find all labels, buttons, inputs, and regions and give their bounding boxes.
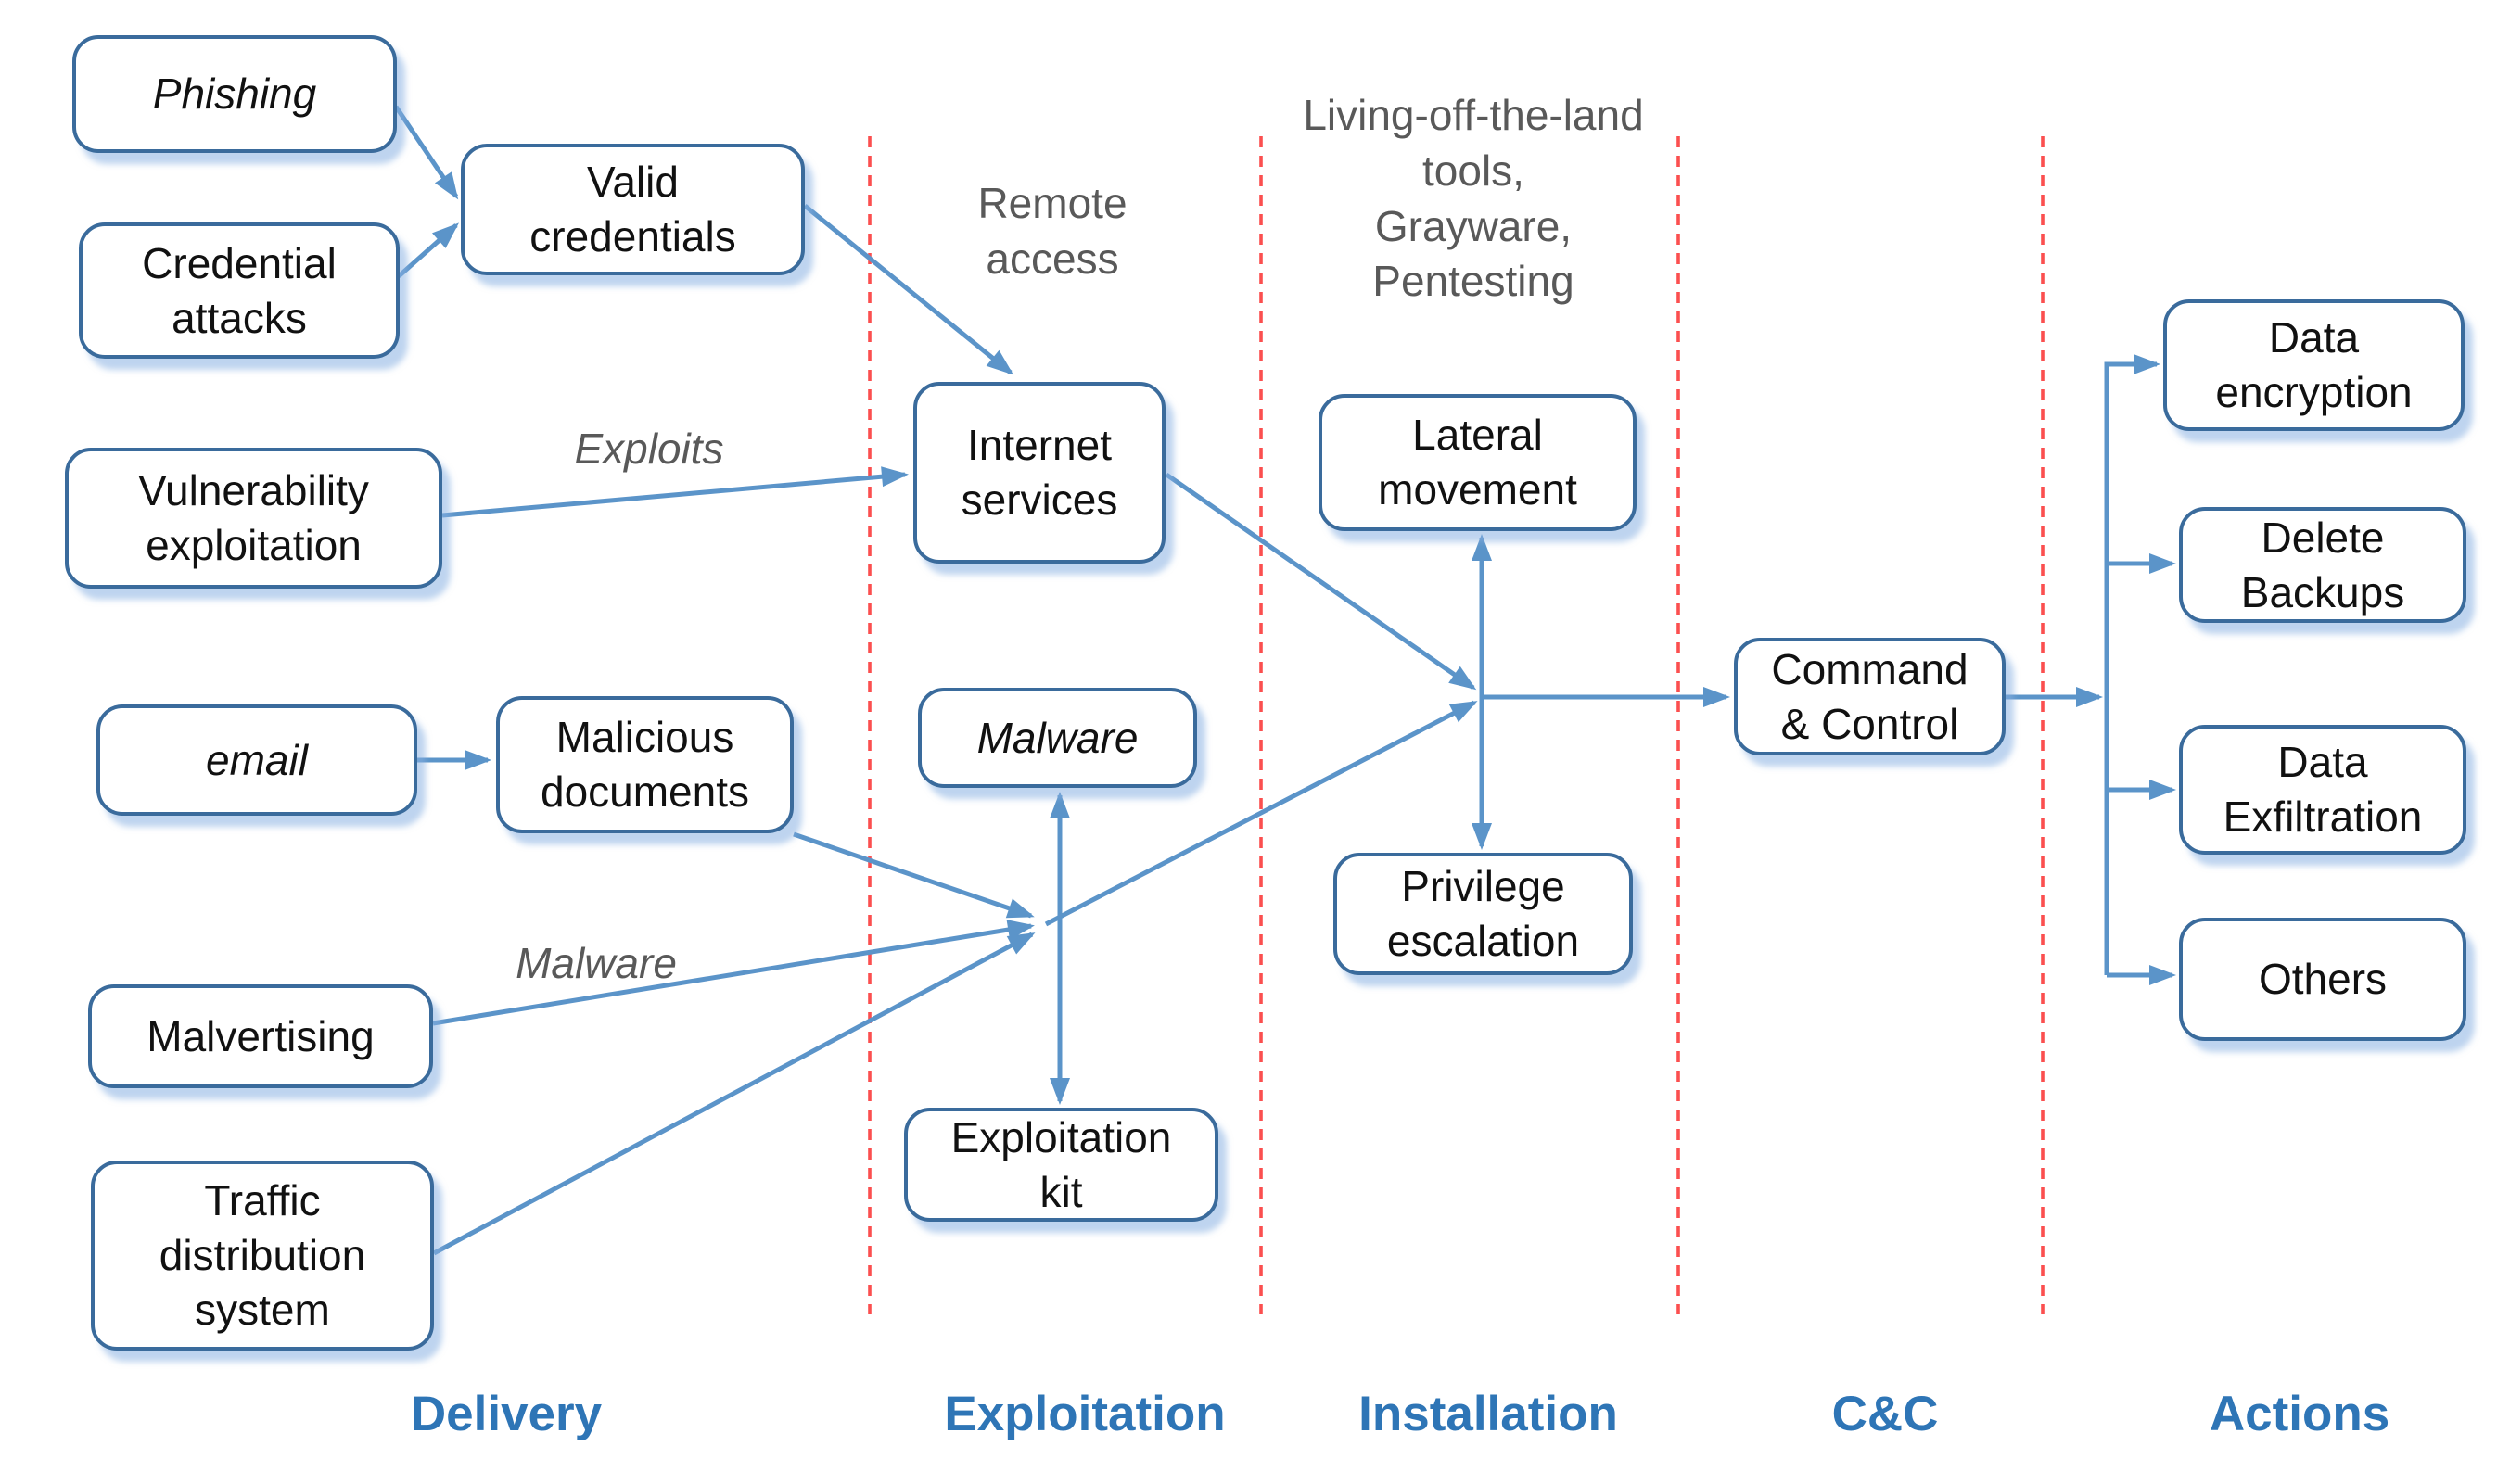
connector-valid-credentials-internet-services: [803, 204, 1014, 375]
phase-label-actions: Actions: [2209, 1387, 2390, 1441]
node-delete-backups: Delete Backups: [2179, 507, 2466, 623]
node-label: Data Exfiltration: [2223, 738, 2423, 841]
phase-label-cc: C&C: [1831, 1387, 1939, 1441]
node-malicious-documents: Malicious documents: [496, 696, 794, 833]
connector-malicious-documents-convergence: [793, 831, 1035, 919]
node-label: Privilege escalation: [1386, 862, 1580, 965]
node-email: email: [96, 704, 417, 816]
node-data-encryption: Data encryption: [2163, 299, 2465, 431]
node-label: Malware: [976, 713, 1139, 762]
connector-internet-services-junction: [1165, 472, 1477, 691]
connector-trunk-data-encryption: [2104, 354, 2160, 374]
node-others: Others: [2179, 918, 2466, 1041]
node-label: Credential attacks: [142, 238, 337, 342]
node-traffic-distribution-system: Traffic distribution system: [91, 1161, 434, 1351]
node-vulnerability-exploitation: Vulnerability exploitation: [65, 448, 442, 589]
node-credential-attacks: Credential attacks: [79, 222, 400, 359]
node-exploitation-kit: Exploitation kit: [904, 1108, 1218, 1222]
annotation-living-off-the-land: Living-off-the-land tools, Grayware, Pen…: [1303, 91, 1644, 306]
node-internet-services: Internet services: [913, 382, 1166, 564]
node-malvertising: Malvertising: [88, 984, 433, 1088]
node-label: Malicious documents: [540, 713, 749, 816]
node-label: Others: [2258, 955, 2388, 1004]
node-label: Delete Backups: [2240, 513, 2405, 616]
arrows: [393, 105, 2176, 1256]
node-label: Exploitation kit: [950, 1112, 1172, 1216]
node-valid-credentials: Valid credentials: [461, 144, 805, 275]
node-label: Vulnerability exploitation: [138, 466, 369, 569]
node-data-exfiltration: Data Exfiltration: [2179, 725, 2466, 855]
node-label: Lateral movement: [1378, 411, 1577, 514]
node-privilege-escalation: Privilege escalation: [1333, 853, 1633, 975]
node-label: Internet services: [961, 421, 1118, 524]
connector-phishing-valid-credentials: [393, 105, 459, 200]
node-label: Malvertising: [147, 1011, 375, 1060]
connector-credential-attacks-valid-credentials: [397, 222, 459, 278]
annotation-exploits: Exploits: [574, 425, 724, 473]
node-lateral-movement: Lateral movement: [1319, 394, 1637, 531]
phase-divider-lines: [868, 136, 2045, 1314]
node-label: Phishing: [152, 70, 317, 119]
node-label: Valid credentials: [529, 158, 736, 260]
node-malware: Malware: [918, 688, 1197, 788]
phase-label-installation: Installation: [1358, 1387, 1618, 1441]
connector-traffic-distribution-convergence: [432, 932, 1036, 1256]
connector-malvertising-convergence: [432, 920, 1035, 1026]
phase-label-delivery: Delivery: [410, 1387, 603, 1441]
connector-convergence-junction: [1044, 700, 1478, 927]
phase-label-exploitation: Exploitation: [944, 1387, 1226, 1441]
connector-vulnerability-internet-services: [441, 466, 909, 518]
node-label: Command & Control: [1771, 644, 1969, 748]
annotation-malware: Malware: [516, 939, 677, 987]
annotation-remote-access: Remote access: [977, 179, 1128, 283]
node-label: Traffic distribution system: [159, 1176, 366, 1334]
node-label: Data encryption: [2215, 313, 2413, 416]
node-label: email: [206, 735, 308, 784]
node-phishing: Phishing: [72, 35, 397, 153]
node-command-and-control: Command & Control: [1734, 638, 2006, 755]
